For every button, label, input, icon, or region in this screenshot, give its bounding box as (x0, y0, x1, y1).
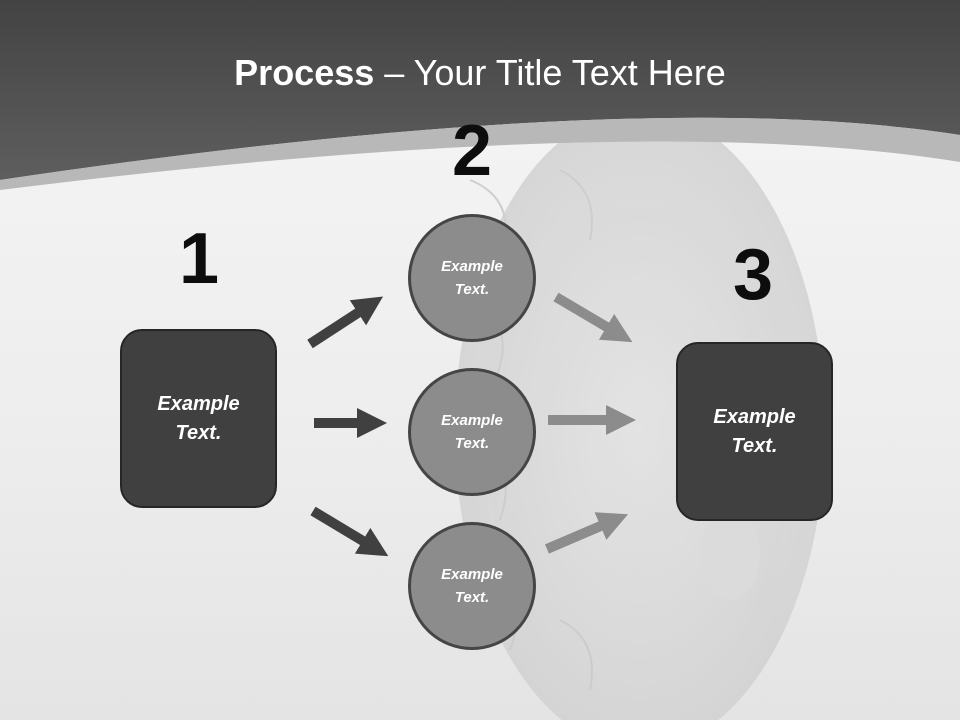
circle-middle-line1: Example (441, 412, 503, 429)
end-box-line2: Text. (731, 434, 778, 457)
circle-top: Example Text. (408, 214, 536, 342)
arrow-from-top-circle (553, 292, 633, 343)
step-number-1: 1 (178, 219, 220, 299)
end-box-line1: Example (713, 405, 796, 428)
circle-bottom-line1: Example (441, 566, 503, 583)
title-rest: – Your Title Text Here (374, 52, 726, 93)
start-box: Example Text. (120, 329, 277, 508)
arrow-from-bottom-circle (545, 512, 629, 554)
end-box: Example Text. (676, 342, 833, 521)
arrow-to-top-circle (307, 296, 384, 349)
circle-middle-line2: Text. (454, 435, 490, 452)
circle-middle: Example Text. (408, 368, 536, 496)
start-box-line1: Example (157, 392, 240, 415)
circle-bottom-line2: Text. (454, 589, 490, 606)
title-bold: Process (234, 52, 375, 93)
circle-top-line1: Example (441, 258, 503, 275)
step-number-2: 2 (451, 111, 493, 191)
start-box-line2: Text. (175, 421, 222, 444)
arrow-to-bottom-circle (310, 506, 389, 557)
step-number-3: 3 (732, 235, 774, 315)
circle-top-line2: Text. (454, 281, 490, 298)
page-title: Process – Your Title Text Here (0, 52, 960, 94)
circle-bottom: Example Text. (408, 522, 536, 650)
